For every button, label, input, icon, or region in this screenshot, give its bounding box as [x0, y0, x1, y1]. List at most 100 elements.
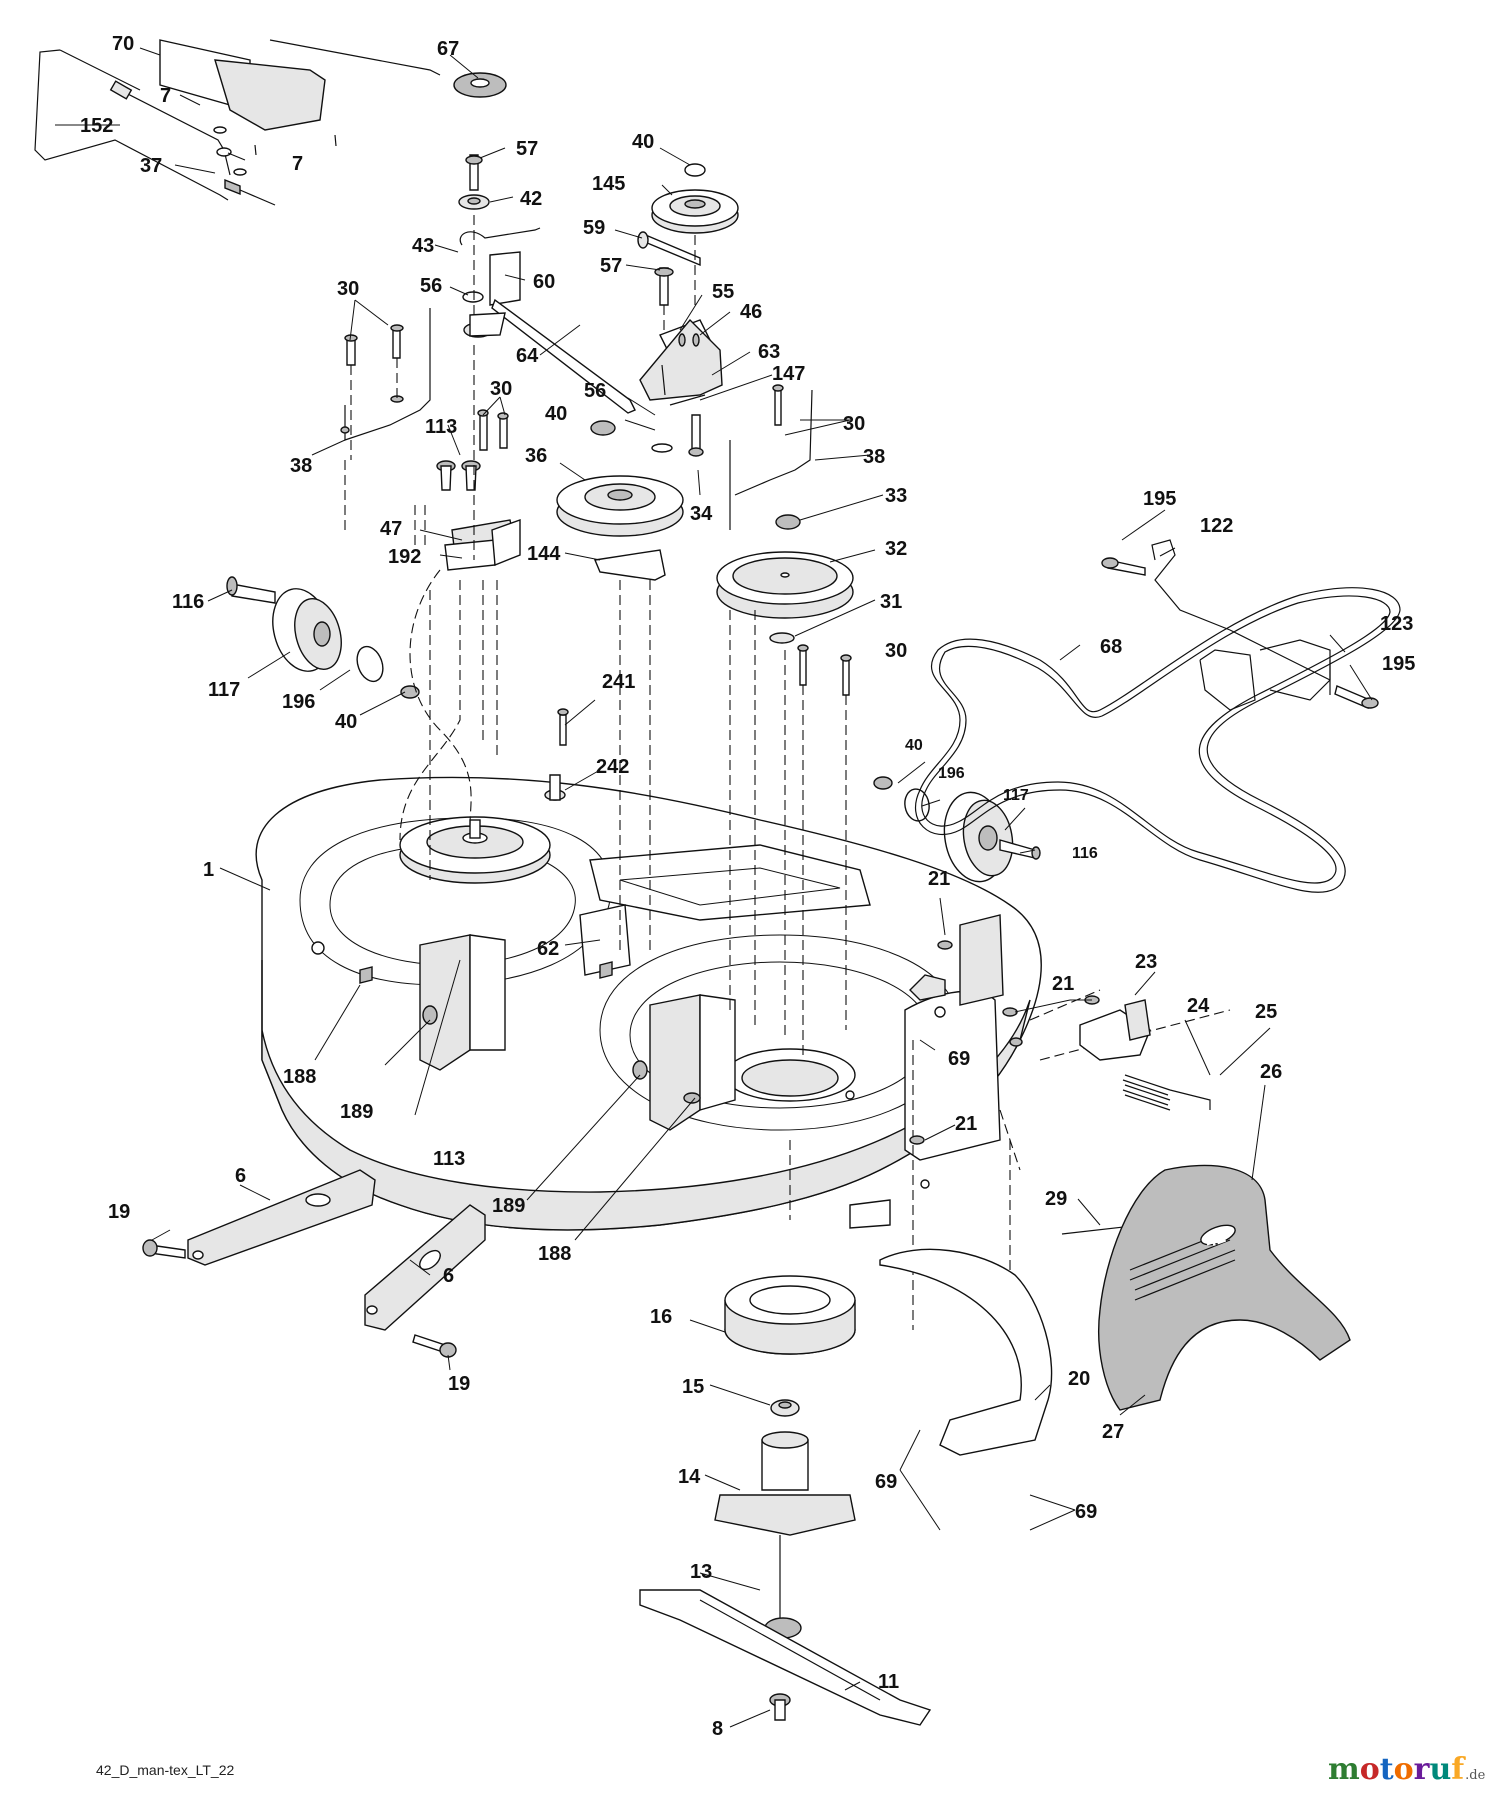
callout-189a: 189: [340, 1101, 373, 1123]
callout-15: 15: [682, 1376, 704, 1398]
callout-69c: 69: [1075, 1501, 1097, 1523]
callout-113a: 113: [425, 416, 457, 438]
callout-116a: 116: [172, 591, 204, 613]
callout-189b: 189: [492, 1195, 525, 1217]
callout-69a: 69: [948, 1048, 970, 1070]
callout-196a: 196: [282, 691, 315, 713]
callout-62: 62: [537, 938, 559, 960]
callout-27: 27: [1102, 1421, 1124, 1443]
leader-lines: [55, 47, 1373, 1728]
callout-34: 34: [690, 503, 713, 525]
callout-56b: 56: [584, 380, 606, 402]
callout-19b: 19: [448, 1373, 470, 1395]
callout-144: 144: [527, 543, 561, 565]
alignment-lines: [344, 215, 1231, 1330]
brand-letter: o: [1359, 1752, 1380, 1787]
callout-241: 241: [602, 671, 635, 693]
callout-30d: 30: [885, 640, 907, 662]
idler-arm-assembly: [458, 154, 636, 414]
callout-7: 7: [160, 85, 171, 107]
callout-37: 37: [140, 155, 162, 177]
callout-57: 57: [516, 138, 538, 160]
callout-20: 20: [1068, 1368, 1090, 1390]
callout-116b: 116: [1072, 845, 1098, 862]
callout-11: 11: [878, 1671, 899, 1693]
callout-123: 123: [1380, 613, 1413, 635]
gauge-wheel-left: [226, 576, 420, 699]
callout-36: 36: [525, 445, 547, 467]
callout-195a: 195: [1143, 488, 1176, 510]
brand-letter: r: [1413, 1752, 1430, 1787]
callout-56: 56: [420, 275, 442, 297]
callout-152: 152: [80, 115, 113, 137]
brand-suffix: .de: [1465, 1768, 1486, 1783]
idler-pulley-36: [556, 420, 684, 581]
diagram-code: 42_D_man-tex_LT_22: [96, 1762, 235, 1778]
callout-192: 192: [388, 546, 421, 568]
callout-196b: 196: [938, 765, 965, 782]
callout-47: 47: [380, 518, 402, 540]
brand-letter: m: [1328, 1752, 1360, 1787]
callout-29: 29: [1045, 1188, 1067, 1210]
callout-24: 24: [1187, 995, 1210, 1017]
callout-242: 242: [596, 756, 629, 778]
callout-13: 13: [690, 1561, 712, 1583]
drive-belt: [914, 587, 1401, 893]
callout-145: 145: [592, 173, 625, 195]
callout-122: 122: [1200, 515, 1233, 537]
idler-pulley-145: [637, 163, 739, 267]
callout-147: 147: [772, 363, 805, 385]
callout-40c: 40: [335, 711, 357, 733]
deck-hardware: [359, 708, 1257, 1235]
callout-26: 26: [1260, 1061, 1282, 1083]
engagement-cable-assembly: [34, 39, 507, 206]
deck-hanger-arms: [142, 1169, 486, 1358]
callout-69b: 69: [875, 1471, 897, 1493]
callout-16: 16: [650, 1306, 672, 1328]
callout-31: 31: [880, 591, 902, 613]
callout-21a: 21: [928, 868, 950, 890]
callout-1: 1: [203, 859, 214, 881]
callout-6a: 6: [235, 1165, 246, 1187]
callout-117b: 117: [1003, 787, 1029, 804]
callout-60: 60: [533, 271, 555, 293]
callout-30c: 30: [843, 413, 865, 435]
callout-117a: 117: [208, 679, 240, 701]
callout-8: 8: [712, 1718, 723, 1740]
callout-23: 23: [1135, 951, 1157, 973]
mower-deck-housing: [255, 776, 1042, 1231]
callout-25: 25: [1255, 1001, 1277, 1023]
gauge-wheel-rods: [340, 308, 813, 530]
brand-name: motoruf: [1328, 1752, 1464, 1787]
callout-6b: 6: [443, 1265, 454, 1287]
callout-40d: 40: [905, 737, 923, 754]
brand-letter: f: [1451, 1752, 1465, 1787]
callout-42: 42: [520, 188, 542, 210]
callout-57b: 57: [600, 255, 622, 277]
deck-pulley-on-deck: [399, 816, 551, 884]
callout-30b: 30: [490, 378, 512, 400]
callout-113b: 113: [433, 1148, 465, 1170]
callout-64: 64: [516, 345, 539, 367]
callout-67: 67: [437, 38, 459, 60]
callout-63: 63: [758, 341, 780, 363]
brand-logo: motoruf.de: [1328, 1752, 1485, 1787]
callout-19a: 19: [108, 1201, 130, 1223]
callout-68: 68: [1100, 636, 1122, 658]
callout-43: 43: [412, 235, 434, 257]
callout-21c: 21: [955, 1113, 977, 1135]
callout-38b: 38: [863, 446, 885, 468]
callout-55: 55: [712, 281, 734, 303]
callout-46: 46: [740, 301, 762, 323]
callout-7b: 7: [292, 153, 303, 175]
belt-guide-bracket: [444, 519, 521, 571]
callout-188b: 188: [538, 1243, 571, 1265]
callout-195b: 195: [1382, 653, 1415, 675]
callout-38a: 38: [290, 455, 312, 477]
callout-32: 32: [885, 538, 907, 560]
callout-40: 40: [632, 131, 654, 153]
callout-30a: 30: [337, 278, 359, 300]
callout-33: 33: [885, 485, 907, 507]
callout-40b: 40: [545, 403, 567, 425]
